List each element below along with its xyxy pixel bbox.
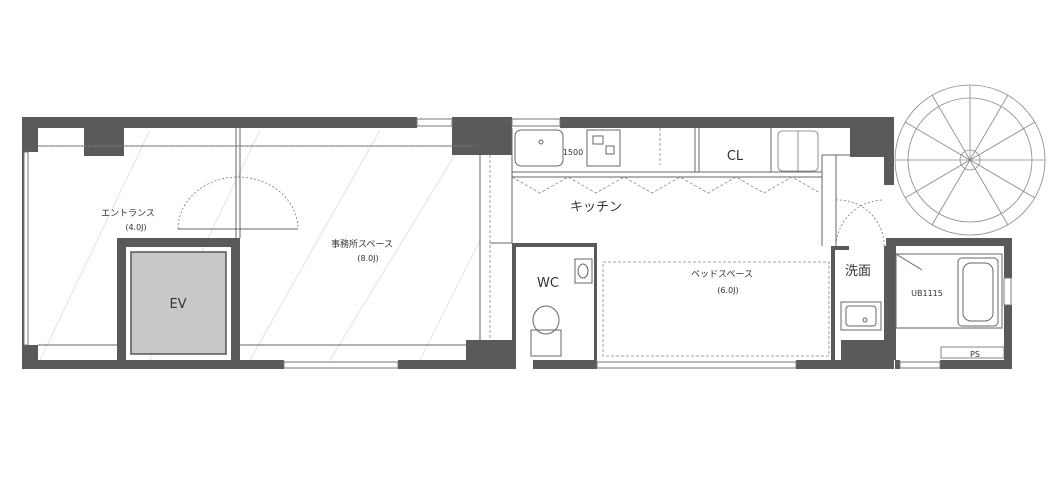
windows (23, 118, 1012, 369)
elevator-car (130, 251, 227, 355)
wc-fixtures (530, 258, 593, 357)
kitchen-label: キッチン (570, 200, 622, 215)
counter-dimension: 1500 (563, 148, 583, 157)
elevator-label: EV (169, 297, 186, 312)
entrance-label: エントランス (101, 208, 155, 219)
ps-shaft (940, 346, 1005, 359)
bed-label: ベッドスペース (691, 270, 753, 280)
office-size: (8.0J) (357, 254, 378, 263)
closet-fixtures (777, 130, 819, 172)
ps-label: PS (970, 350, 980, 359)
kitchen-fixtures (514, 129, 621, 167)
door-swings (177, 176, 885, 249)
closet-label: CL (727, 149, 744, 164)
dashed-lines (38, 128, 830, 357)
washroom-label: 洗面 (845, 264, 871, 279)
washroom-sink (840, 301, 882, 331)
bed-size: (6.0J) (717, 286, 738, 295)
spiral-staircase (894, 84, 1046, 236)
bath-label: UB1115 (911, 289, 943, 298)
office-label: 事務所スペース (331, 238, 393, 250)
unit-bath (895, 253, 1003, 329)
wc-label: WC (537, 276, 559, 291)
entrance-size: (4.0J) (125, 223, 146, 232)
